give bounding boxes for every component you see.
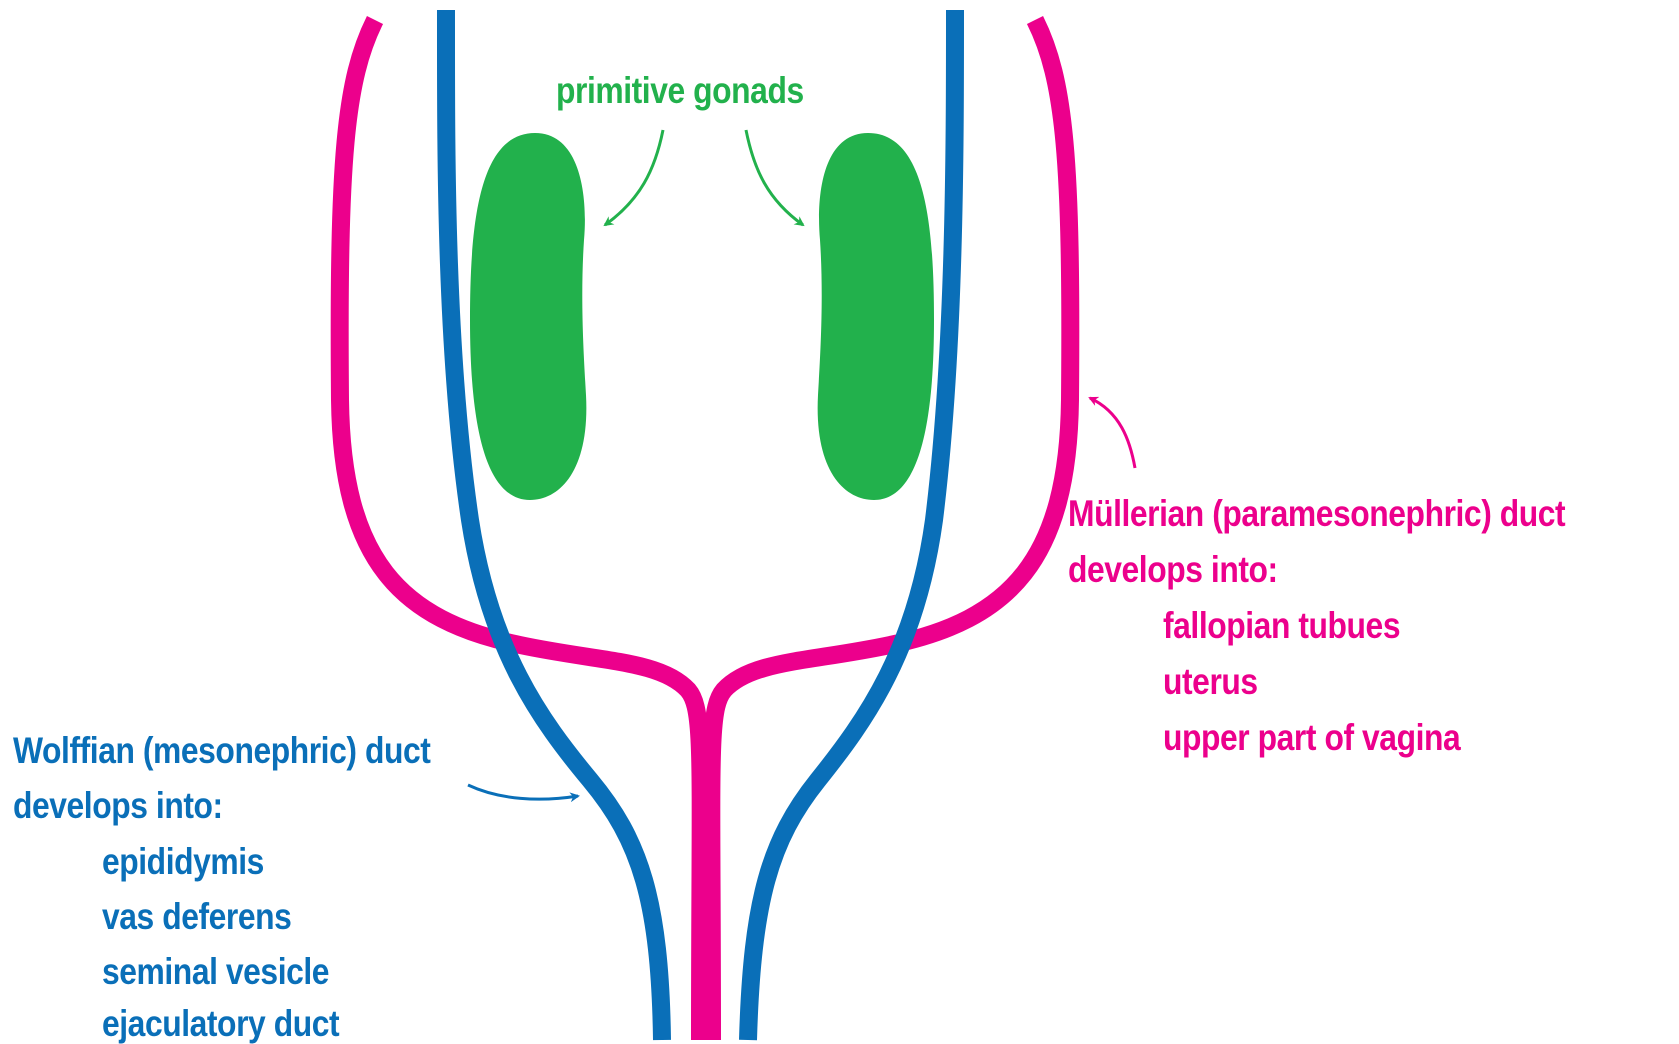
mullerian-subtitle: develops into:: [1068, 551, 1278, 588]
gonad-arrow-right: [746, 130, 803, 225]
mullerian-arrow: [1090, 398, 1135, 468]
right-gonad: [818, 133, 934, 500]
wolffian-item: seminal vesicle: [102, 953, 329, 990]
wolffian-arrow: [468, 785, 578, 799]
left-gonad: [470, 133, 586, 500]
mullerian-item: uterus: [1163, 663, 1258, 700]
mullerian-item: fallopian tubues: [1163, 607, 1400, 644]
wolffian-item: ejaculatory duct: [102, 1005, 339, 1042]
wolffian-item: epididymis: [102, 843, 264, 880]
gonad-arrow-left: [605, 130, 663, 225]
wolffian-title: Wolffian (mesonephric) duct: [13, 732, 430, 769]
wolffian-subtitle: develops into:: [13, 787, 223, 824]
mullerian-title: Müllerian (paramesonephric) duct: [1068, 495, 1565, 532]
gonads-label: primitive gonads: [556, 72, 804, 109]
wolffian-item: vas deferens: [102, 898, 291, 935]
mullerian-item: upper part of vagina: [1163, 719, 1460, 756]
